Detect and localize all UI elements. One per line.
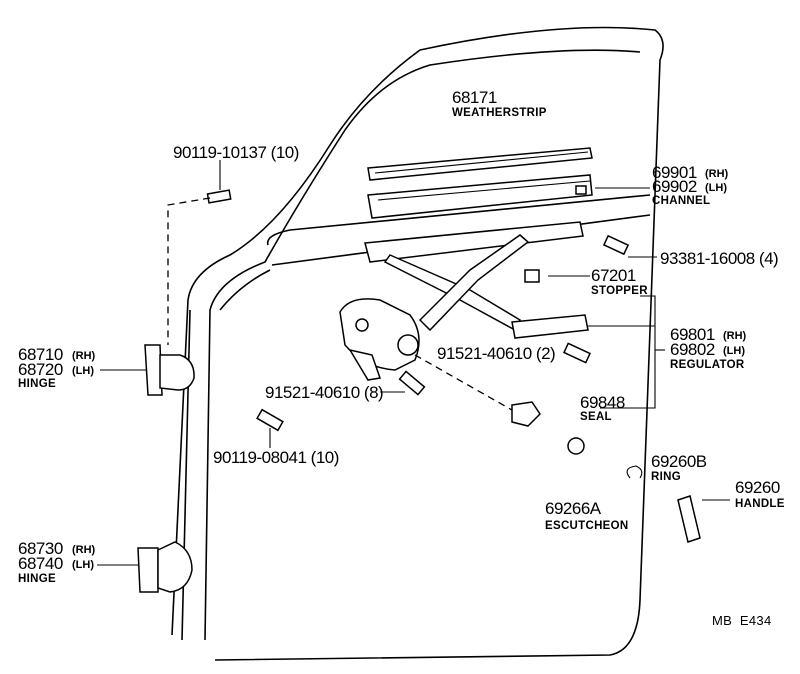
bolt-lower-number: 90119-08041 (10) [213,448,339,467]
regulator-part [339,221,589,381]
bolt-icon [602,234,630,256]
bolt-icon [398,370,426,396]
stopper-number: 67201 [591,266,636,285]
handle-icon [677,495,701,543]
upper-hinge-lh-tag: (LH) [72,365,94,377]
lower-hinge-name: HINGE [18,573,56,585]
channel-lh-tag: (LH) [705,182,727,194]
channel-lh-number: 69902 [652,177,697,196]
leader-lines [97,160,730,566]
channel-rh-tag: (RH) [705,168,729,180]
upper-hinge-rh-number: 68710 [18,345,63,364]
escutcheon-number: 69266A [545,499,602,518]
ring-icon [626,465,643,479]
regulator-rh-tag: (RH) [723,330,747,342]
upper-hinge-name: HINGE [18,378,56,390]
bolt-regulator-2-number: 91521-40610 (2) [437,344,555,363]
handle-number: 69260 [735,478,780,497]
escutcheon-icon [567,437,585,455]
seal-icon [511,401,541,427]
channel-rh-number: 69901 [652,163,697,182]
bolt-icon [256,408,284,432]
upper-hinge-lh-number: 68720 [18,360,63,379]
upper-hinge-part [144,344,195,396]
weatherstrip-part [367,147,593,181]
escutcheon-name: ESCUTCHEON [545,520,629,532]
handle-name: HANDLE [735,498,785,510]
bolt-regulator-8-number: 91521-40610 (8) [265,383,383,402]
stopper-name: STOPPER [591,285,648,297]
seal-number: 69848 [580,393,625,412]
weatherstrip-number: 68171 [452,88,497,107]
lower-hinge-rh-number: 68730 [18,539,63,558]
lower-hinge-lh-number: 68740 [18,554,63,573]
upper-hinge-rh-tag: (RH) [72,350,96,362]
weatherstrip-name: WEATHERSTRIP [452,107,547,119]
regulator-lh-tag: (LH) [723,345,745,357]
channel-name: CHANNEL [652,195,710,207]
bolt-icon [563,342,591,364]
lower-hinge-lh-tag: (LH) [72,559,94,571]
bolt-icon [206,189,232,204]
lower-hinge-rh-tag: (RH) [72,544,96,556]
regulator-rh-number: 69801 [670,325,715,344]
figure-code: MB E434 [712,613,771,628]
seal-name: SEAL [580,411,612,423]
lower-hinge-part [137,541,193,593]
ring-number: 69260B [651,452,707,471]
bolt-upper-hinge-number: 90119-10137 (10) [173,143,299,162]
channel-part [367,174,593,219]
regulator-lh-number: 69802 [670,340,715,359]
ring-name: RING [651,471,681,483]
screw-channel-number: 93381-16008 (4) [660,249,778,268]
regulator-name: REGULATOR [670,359,745,371]
